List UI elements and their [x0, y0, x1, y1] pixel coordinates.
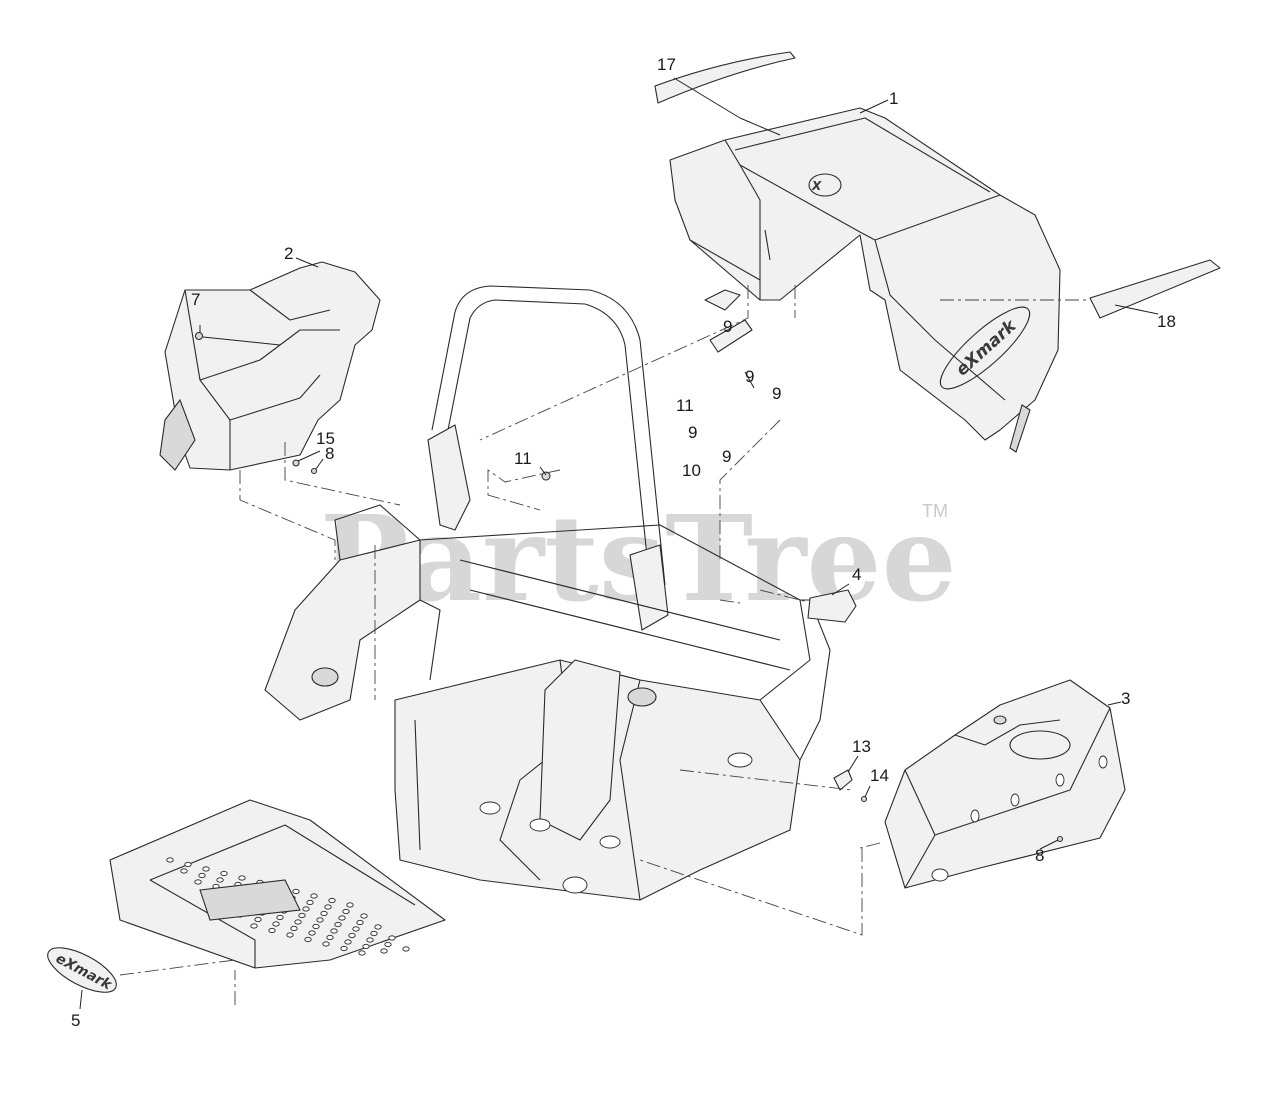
footrest-hole: [370, 930, 378, 937]
part-18-side-decal: [1089, 259, 1221, 319]
part-4-panel: [807, 589, 857, 623]
footrest-hole: [290, 925, 298, 932]
part-13-latch: [833, 769, 853, 791]
footrest-hole: [180, 868, 188, 874]
callout-11-bracket: 11: [676, 396, 694, 415]
footrest-hole: [310, 893, 318, 899]
footrest-hole: [388, 935, 396, 941]
footrest-hole: [366, 937, 374, 943]
part-15-spacer: [292, 459, 300, 467]
callout-17: 17: [657, 55, 676, 74]
callout-14: 14: [870, 766, 889, 785]
callout-8-right: 8: [1035, 846, 1044, 865]
callout-18: 18: [1157, 312, 1176, 331]
footrest-hole: [302, 906, 310, 912]
part-3-right-fender: [884, 679, 1126, 889]
footrest-hole: [298, 912, 306, 919]
footrest-hole: [330, 928, 338, 934]
footrest-hole: [250, 923, 258, 929]
footrest-hole: [216, 877, 224, 883]
footrest-hole: [322, 941, 330, 947]
footrest-hole: [198, 872, 206, 879]
part-8-screw-left: [310, 467, 318, 475]
footrest-hole: [202, 866, 210, 872]
footrest-hole: [286, 932, 294, 938]
footrest-hole: [238, 875, 246, 881]
footrest-hole: [402, 946, 410, 952]
callout-10: 10: [682, 461, 701, 480]
footrest-hole: [194, 879, 202, 885]
part-14-screw: [860, 795, 868, 803]
footrest-hole: [340, 945, 348, 952]
footrest-hole: [358, 950, 366, 956]
hood-x-emblem: X: [811, 179, 822, 193]
footrest-hole: [306, 899, 314, 906]
footrest-hole: [384, 941, 392, 948]
footrest-hole: [362, 943, 370, 950]
hardware-bolts: [194, 289, 1064, 843]
footrest-hole: [268, 927, 276, 934]
callout-13: 13: [852, 737, 871, 756]
callout-8-left: 8: [325, 444, 334, 463]
footrest-hole: [352, 926, 360, 932]
assembly-lines: [119, 285, 1090, 1005]
footrest-hole: [308, 930, 316, 936]
part-1-rear-hood: X eXmark: [669, 107, 1061, 453]
part-11-bracket: [704, 289, 741, 311]
footrest-hole: [312, 923, 320, 930]
rops-roll-bar: [427, 285, 669, 631]
trademark-symbol: TM: [922, 501, 948, 521]
footrest-hole: [276, 914, 284, 921]
callout-2: 2: [284, 244, 293, 263]
callout-15: 15: [316, 429, 335, 448]
part-8-screw-right: [1056, 835, 1064, 843]
footrest-hole: [324, 904, 332, 910]
footrest-hole: [346, 902, 354, 908]
footrest-hole: [374, 924, 382, 930]
footrest-hole: [344, 939, 352, 945]
part-7-bolt: [194, 331, 204, 341]
footrest-hole: [166, 857, 174, 863]
footrest-hole: [380, 948, 388, 954]
footrest-hole: [326, 934, 334, 941]
footrest-hole: [294, 919, 302, 925]
callout-9-left: 9: [688, 423, 697, 442]
part-17-decal-strip: [654, 51, 796, 104]
footrest-hole: [304, 936, 312, 943]
callout-4: 4: [852, 565, 861, 584]
footrest-hole: [292, 888, 300, 895]
footrest-hole: [320, 910, 328, 917]
footrest-hole: [272, 921, 280, 927]
callout-3: 3: [1121, 689, 1130, 708]
callout-9-lever: 9: [723, 317, 732, 336]
callout-5: 5: [71, 1011, 80, 1030]
callout-1: 1: [889, 89, 898, 108]
footrest-hole: [342, 908, 350, 915]
footrest-hole: [316, 917, 324, 923]
callout-7: 7: [191, 290, 200, 309]
callout-9-top: 9: [745, 367, 754, 386]
footrest-hole: [184, 861, 192, 868]
footrest-hole: [328, 897, 336, 904]
footrest-hole: [334, 921, 342, 928]
footrest-hole: [254, 916, 262, 923]
callout-leaders: [79, 77, 1159, 1010]
part-11-pin: [541, 471, 551, 481]
part-10-lever: [709, 319, 753, 353]
callout-numbers: 17 1 2 7 15 8 11 9 9 11 9 9 10 9 4 3 13 …: [71, 55, 1176, 1030]
footrest-hole: [338, 915, 346, 921]
footrest-hole: [356, 919, 364, 926]
callout-9-bottom: 9: [722, 447, 731, 466]
footrest-hole: [360, 913, 368, 919]
callout-11-pin: 11: [514, 449, 532, 468]
main-chassis-frame: [264, 504, 831, 901]
footrest-hole: [220, 870, 228, 877]
footrest-plate: [109, 799, 446, 969]
footrest-hole: [348, 932, 356, 939]
callout-9-right: 9: [772, 384, 781, 403]
